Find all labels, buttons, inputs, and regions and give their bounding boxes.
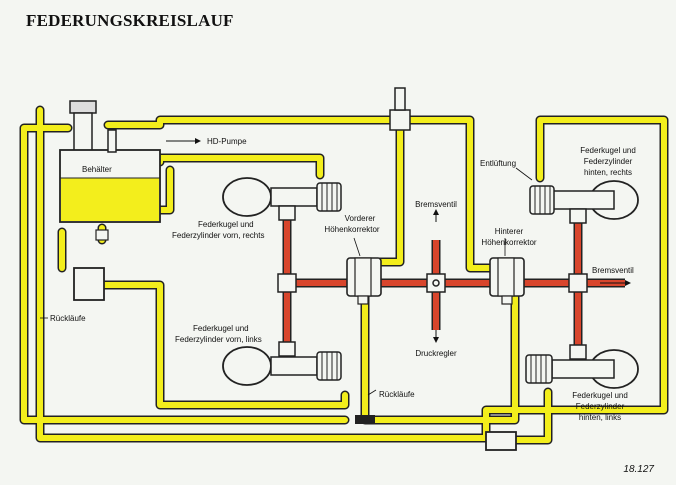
return-manifold [355, 415, 375, 424]
rear-right-sphere [529, 180, 639, 224]
rear-left-label-3: hinten, links [579, 413, 621, 422]
top-tee-junction [389, 87, 411, 131]
rear-height-corrector [489, 257, 525, 305]
returns-left-label: Rückläufe [50, 314, 86, 323]
fluid-tank: Behälter [59, 100, 161, 223]
rear-corrector-label-2: Höhenkorrektor [481, 238, 536, 247]
front-left-label-1: Federkugel und [193, 324, 249, 333]
brake-valve-right-label: Bremsventil [592, 266, 634, 275]
figure-number: 18.127 [623, 464, 654, 475]
front-corrector-label-1: Vorderer [345, 214, 376, 223]
rear-left-sphere [525, 344, 639, 389]
front-right-label-1: Federkugel und [198, 220, 254, 229]
pressure-regulator-label: Druckregler [415, 349, 457, 358]
rear-right-label-1: Federkugel und [580, 146, 636, 155]
front-left-sphere [222, 341, 342, 386]
rear-left-label-1: Federkugel und [572, 391, 628, 400]
return-lines [19, 105, 669, 445]
front-right-label-2: Federzylinder vorn, rechts [172, 231, 264, 240]
return-filter [73, 267, 105, 301]
front-height-corrector [346, 257, 382, 305]
diagram-title: FEDERUNGSKREISLAUF [26, 11, 234, 30]
rear-filter [485, 431, 517, 451]
tank-label: Behälter [82, 165, 112, 174]
pipe-junctions [277, 273, 588, 293]
rear-right-label-2: Federzylinder [584, 157, 633, 166]
front-right-sphere [222, 177, 342, 221]
pump-label: HD-Pumpe [207, 137, 247, 146]
rear-corrector-label-1: Hinterer [495, 227, 524, 236]
returns-bottom-label: Rückläufe [379, 390, 415, 399]
rear-right-label-3: hinten, rechts [584, 168, 632, 177]
drain-plug [95, 229, 109, 241]
front-left-label-2: Federzylinder vorn, links [175, 335, 262, 344]
rear-left-label-2: Federzylinder [576, 402, 625, 411]
front-corrector-label-2: Höhenkorrektor [324, 225, 379, 234]
brake-valve-top-label: Bremsventil [415, 200, 457, 209]
vent-label: Entlüftung [480, 159, 516, 168]
